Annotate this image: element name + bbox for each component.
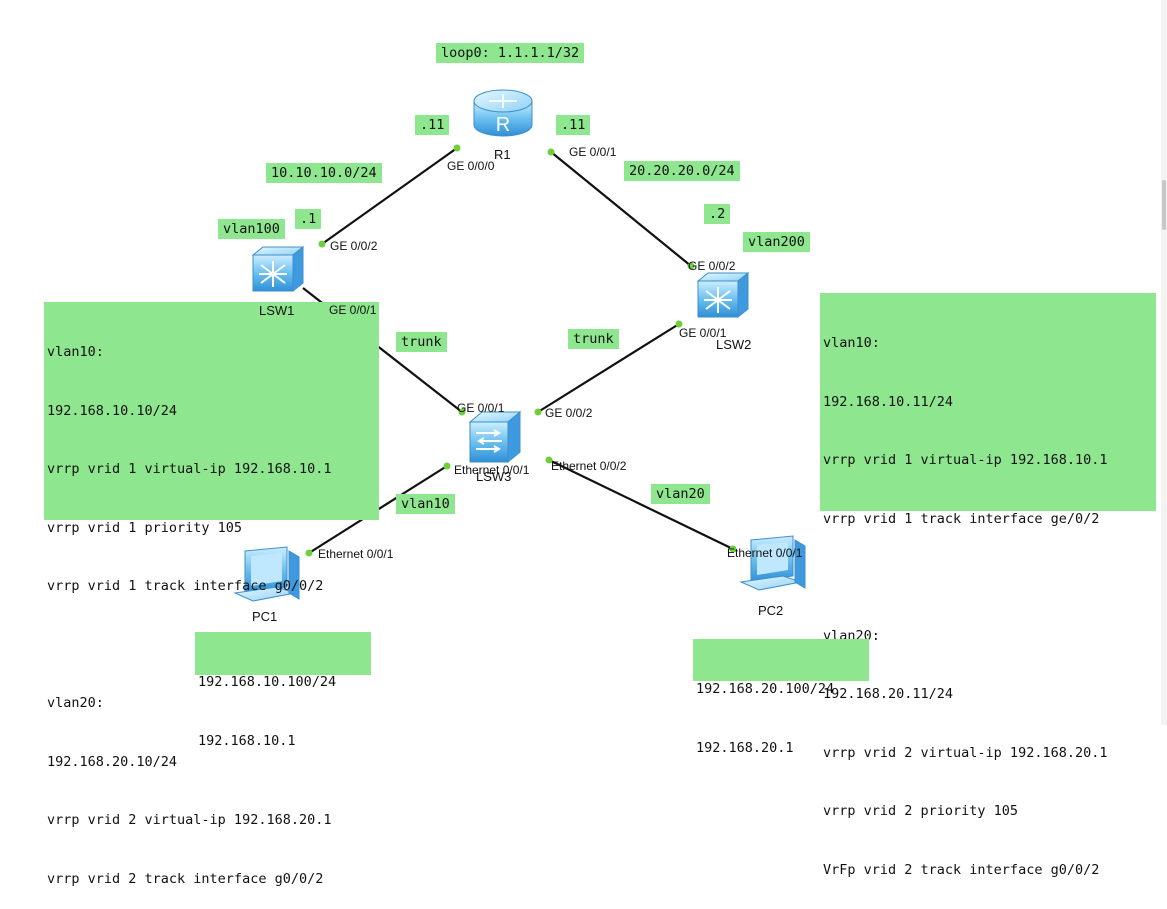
lsw2-config-block: vlan10: 192.168.10.11/24 vrrp vrid 1 vir… bbox=[820, 293, 1156, 878]
config-line: 192.168.20.1 bbox=[696, 739, 794, 756]
trunk-left-label: trunk bbox=[396, 332, 447, 352]
device-name-lsw3: LSW3 bbox=[476, 469, 512, 484]
port-label-lsw1-ge001: GE 0/0/1 bbox=[329, 303, 377, 317]
pc-icon-pc2[interactable] bbox=[739, 535, 806, 591]
config-line: vlan10: bbox=[47, 344, 104, 360]
vlan100-label: vlan100 bbox=[218, 219, 285, 239]
vlan20-label: vlan20 bbox=[651, 484, 710, 504]
router-glyph: R bbox=[496, 114, 510, 136]
pc-icon-pc1[interactable] bbox=[233, 546, 300, 602]
lsw1-config-block: vlan10: 192.168.10.10/24 vrrp vrid 1 vir… bbox=[44, 302, 379, 887]
l3-switch-icon-lsw1[interactable] bbox=[251, 245, 305, 293]
config-line: vrrp vrid 1 track interface ge/0/2 bbox=[823, 510, 1100, 527]
topology-canvas: R bbox=[233, 89, 806, 602]
port-label-pc2-eth001: Ethernet 0/0/1 bbox=[727, 546, 803, 560]
scrollbar-thumb[interactable] bbox=[1162, 180, 1166, 230]
port-dot-lsw3-eth002 bbox=[545, 456, 553, 464]
device-name-lsw2: LSW2 bbox=[716, 337, 752, 352]
config-line: 192.168.10.10/24 bbox=[47, 402, 178, 419]
config-line: vlan20: bbox=[823, 627, 880, 644]
port-label-lsw3-eth001: Ethernet 0/0/1 bbox=[454, 463, 530, 477]
device-name-pc2: PC2 bbox=[758, 603, 784, 618]
link-lsw3-pc2[interactable] bbox=[548, 459, 734, 550]
config-line: ​ bbox=[823, 568, 1153, 588]
config-line: vrrp vrid 1 virtual-ip 192.168.10.1 bbox=[47, 461, 332, 477]
port-label-lsw3-eth002: Ethernet 0/0/2 bbox=[551, 459, 627, 473]
link-lsw2-lsw3[interactable] bbox=[537, 323, 680, 413]
config-line: vlan10: bbox=[823, 335, 880, 351]
config-line: 192.168.20.11/24 bbox=[823, 686, 954, 702]
port-label-pc1-eth001: Ethernet 0/0/1 bbox=[318, 547, 394, 561]
link-r1-lsw2[interactable] bbox=[550, 151, 692, 267]
port-dot-lsw2-ge001 bbox=[675, 320, 683, 328]
device-name-r1: R1 bbox=[494, 147, 511, 162]
lsw2-ip-label: .2 bbox=[704, 204, 731, 224]
config-line: VrFp vrid 2 track interface g0/0/2 bbox=[823, 861, 1100, 878]
config-line: vrrp vrid 2 virtual-ip 192.168.20.1 bbox=[47, 812, 332, 828]
config-line: vrrp vrid 1 track interface g0/0/2 bbox=[47, 578, 324, 594]
trunk-right-label: trunk bbox=[568, 329, 619, 349]
vertical-scrollbar[interactable] bbox=[1161, 0, 1167, 725]
network-right-label: 20.20.20.0/24 bbox=[624, 161, 740, 181]
config-line: 192.168.10.100/24 bbox=[198, 674, 337, 690]
r1-left-ip-label: .11 bbox=[415, 115, 450, 135]
r1-right-ip-label: .11 bbox=[556, 115, 591, 135]
pc1-config-block: 192.168.10.100/24 192.168.10.1 bbox=[195, 632, 371, 749]
vlan10-label: vlan10 bbox=[396, 494, 455, 514]
port-label-lsw1-ge002: GE 0/0/2 bbox=[330, 239, 378, 253]
config-line: vlan20: bbox=[47, 695, 104, 711]
loopback-label: loop0: 1.1.1.1/32 bbox=[436, 43, 585, 63]
port-dot-pc2-eth001 bbox=[729, 545, 737, 553]
config-line: 192.168.20.10/24 bbox=[47, 753, 178, 770]
pc2-config-block: 192.168.20.100/24 192.168.20.1 bbox=[693, 639, 869, 756]
config-line: vrrp vrid 1 virtual-ip 192.168.10.1 bbox=[823, 452, 1108, 468]
port-dot-r1-ge001 bbox=[547, 148, 555, 156]
link-r1-lsw1[interactable] bbox=[321, 147, 458, 245]
port-label-r1-ge000: GE 0/0/0 bbox=[447, 159, 495, 173]
device-name-lsw1: LSW1 bbox=[259, 303, 295, 318]
config-line: vrrp vrid 2 priority 105 bbox=[823, 803, 1019, 819]
port-dot-lsw3-ge002 bbox=[534, 408, 542, 416]
port-dot-lsw3-ge001 bbox=[458, 408, 466, 416]
vlan200-label: vlan200 bbox=[743, 232, 810, 252]
network-left-label: 10.10.10.0/24 bbox=[266, 163, 382, 183]
config-line: vrrp vrid 2 virtual-ip 192.168.20.1 bbox=[823, 744, 1108, 761]
port-label-lsw2-ge002: GE 0/0/2 bbox=[688, 259, 736, 273]
config-line: 192.168.10.1 bbox=[198, 732, 296, 749]
l2-switch-icon-lsw3[interactable] bbox=[468, 410, 522, 464]
port-dot-lsw1-ge002 bbox=[318, 240, 326, 248]
config-line: 192.168.10.11/24 bbox=[823, 393, 954, 410]
device-name-pc1: PC1 bbox=[252, 609, 278, 624]
port-dot-lsw2-ge002 bbox=[687, 262, 695, 270]
config-line: 192.168.20.100/24 bbox=[696, 681, 835, 697]
config-line: vrrp vrid 1 priority 105 bbox=[47, 519, 243, 536]
router-icon[interactable]: R bbox=[473, 89, 533, 137]
port-label-r1-ge001: GE 0/0/1 bbox=[569, 145, 617, 159]
port-dot-r1-ge000 bbox=[453, 144, 461, 152]
l3-switch-icon-lsw2[interactable] bbox=[696, 271, 750, 319]
port-label-lsw2-ge001: GE 0/0/1 bbox=[679, 326, 727, 340]
port-label-lsw3-ge002: GE 0/0/2 bbox=[545, 406, 593, 420]
port-dot-pc1-eth001 bbox=[305, 549, 313, 557]
config-line: vrrp vrid 2 track interface g0/0/2 bbox=[47, 870, 324, 887]
port-label-lsw3-ge001: GE 0/0/1 bbox=[457, 401, 505, 415]
port-dot-lsw3-eth001 bbox=[443, 462, 451, 470]
lsw1-ip-label: .1 bbox=[295, 209, 322, 229]
